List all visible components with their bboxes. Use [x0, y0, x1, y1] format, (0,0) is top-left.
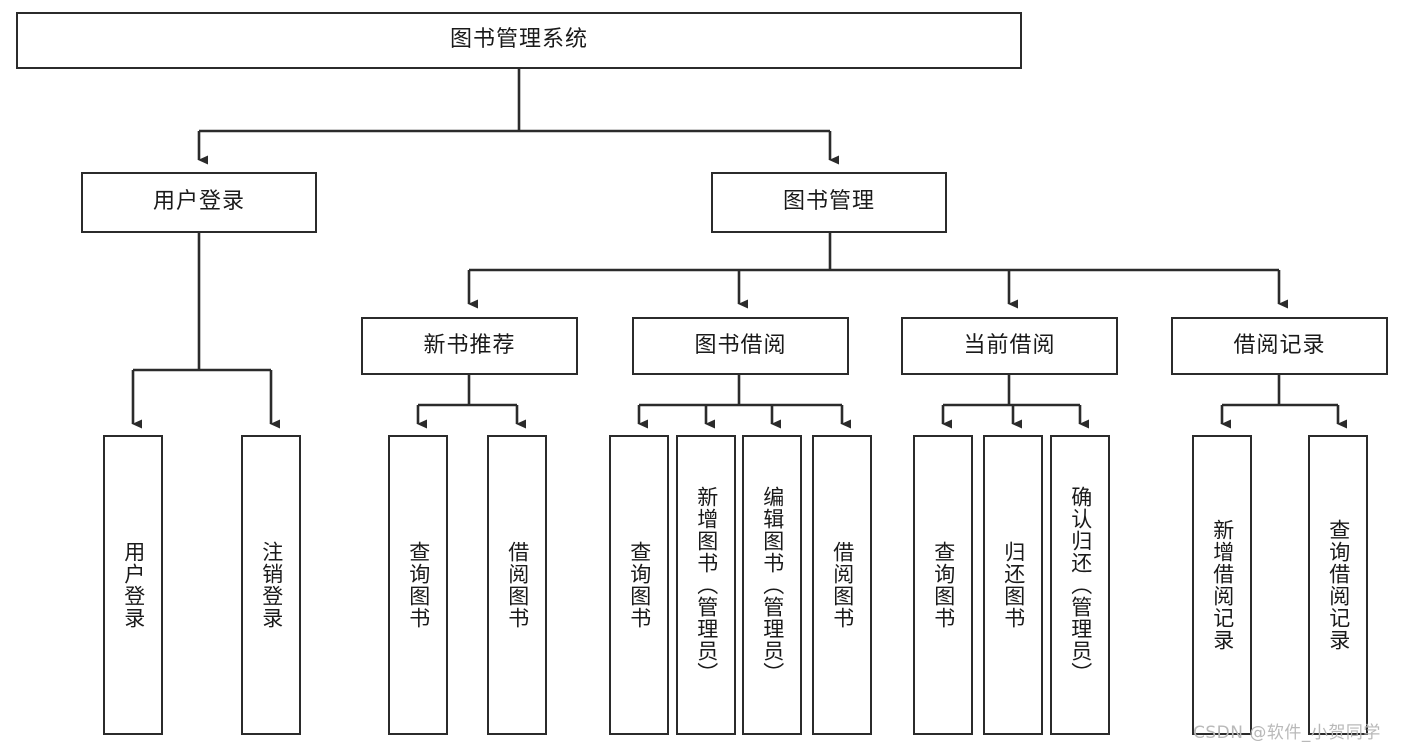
- leaf-book-borrow-edit-book[interactable]: 编辑图书（管理员）: [742, 435, 802, 735]
- csdn-watermark: CSDN @软件_小贺同学: [1193, 723, 1381, 743]
- node-label: 归还图书: [1001, 541, 1026, 629]
- node-label: 借阅图书: [505, 541, 530, 629]
- node-root-book-management-system[interactable]: 图书管理系统: [16, 12, 1022, 69]
- node-label: 编辑图书（管理员）: [760, 486, 785, 684]
- leaf-book-borrow-add-book[interactable]: 新增图书（管理员）: [676, 435, 736, 735]
- node-new-book-recommend[interactable]: 新书推荐: [361, 317, 578, 375]
- node-label: 图书管理: [782, 189, 875, 215]
- leaf-current-borrow-return-book[interactable]: 归还图书: [983, 435, 1043, 735]
- node-label: 图书借阅: [694, 332, 787, 358]
- node-label: 借阅图书: [830, 541, 855, 629]
- node-label: 新书推荐: [423, 332, 516, 358]
- node-label: 新增借阅记录: [1210, 519, 1235, 651]
- node-label: 用户登录: [121, 541, 146, 629]
- leaf-book-borrow-query-book[interactable]: 查询图书: [609, 435, 669, 735]
- leaf-borrow-record-query-record[interactable]: 查询借阅记录: [1308, 435, 1368, 735]
- leaf-new-book-borrow-book[interactable]: 借阅图书: [487, 435, 547, 735]
- node-label: 查询借阅记录: [1326, 519, 1351, 651]
- leaf-borrow-record-add-record[interactable]: 新增借阅记录: [1192, 435, 1252, 735]
- node-label: 新增图书（管理员）: [694, 486, 719, 684]
- node-label: 图书管理系统: [449, 27, 588, 53]
- node-borrow-record[interactable]: 借阅记录: [1171, 317, 1388, 375]
- node-current-borrow[interactable]: 当前借阅: [901, 317, 1118, 375]
- leaf-user-login-login[interactable]: 用户登录: [103, 435, 163, 735]
- leaf-user-login-logout[interactable]: 注销登录: [241, 435, 301, 735]
- node-book-borrow[interactable]: 图书借阅: [632, 317, 849, 375]
- leaf-current-borrow-confirm-return[interactable]: 确认归还（管理员）: [1050, 435, 1110, 735]
- node-label: 注销登录: [259, 541, 284, 629]
- node-label: 查询图书: [627, 541, 652, 629]
- node-label: 用户登录: [152, 189, 245, 215]
- node-book-management[interactable]: 图书管理: [711, 172, 947, 233]
- node-label: 当前借阅: [963, 332, 1056, 358]
- leaf-book-borrow-borrow-book[interactable]: 借阅图书: [812, 435, 872, 735]
- node-label: 查询图书: [931, 541, 956, 629]
- node-label: 确认归还（管理员）: [1068, 486, 1093, 684]
- node-user-login[interactable]: 用户登录: [81, 172, 317, 233]
- node-label: 借阅记录: [1233, 332, 1326, 358]
- leaf-current-borrow-query-book[interactable]: 查询图书: [913, 435, 973, 735]
- leaf-new-book-query-book[interactable]: 查询图书: [388, 435, 448, 735]
- node-label: 查询图书: [406, 541, 431, 629]
